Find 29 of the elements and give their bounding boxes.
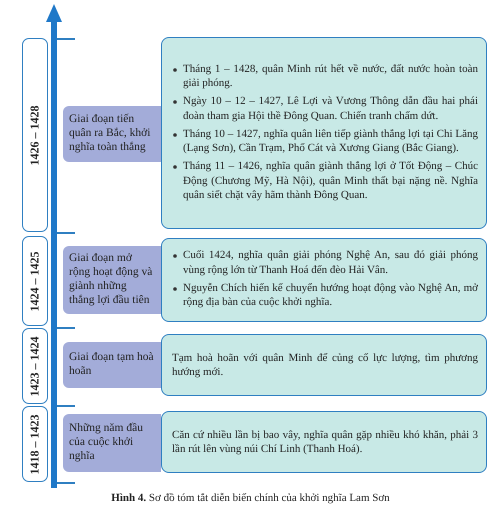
event-text: Căn cứ nhiều lần bị bao vây, nghĩa quân gặp nhiều khó khăn, phải 3 lần rút lên vùng núi Chí Linh (Thanh Hoá). [172,428,478,456]
stage-label: Giai đoạn mở rộng hoạt động và giành những thắng lợi đầu tiên [69,252,154,308]
stage-tab [63,246,161,314]
bullet-text: Nguyễn Chích hiến kế chuyển hướng hoạt động vào Nghệ An, mở rộng địa bàn của cuộc khởi nghĩa. [183,281,478,310]
year-tab [22,236,48,326]
stage-label: Giai đoạn tiến quân ra Bắc, khởi nghĩa toàn thắng [69,113,152,155]
bullet-text: Cuối 1424, nghĩa quân giải phóng Nghệ An, sau đó giải phóng vùng rộng lớn từ Thanh Hoá đến đèo Hải Vân. [183,248,478,277]
event-panel [161,411,487,473]
bullet-text: Ngày 10 – 12 – 1427, Lê Lợi và Vương Thông dẫn đầu hai phái đoàn tham gia Hội thề Đông Quan. Chiến tranh chấm dứt. [183,94,478,123]
year-tab [22,328,48,404]
stage-label: Những năm đầu của cuộc khởi nghĩa [69,422,144,464]
stage-tab [63,106,161,162]
event-panel [161,238,487,322]
year-tab [22,406,48,482]
event-panel [161,37,487,229]
year-label: 1424 – 1425 [28,251,42,311]
stage-label: Giai đoạn tạm hoà hoãn [69,351,155,379]
figure-caption: Hình 4. Sơ đồ tóm tắt diễn biến chính của khởi nghĩa Lam Sơn [110,492,391,504]
stage-tab [63,342,161,388]
bullet-text: Tháng 10 – 1427, nghĩa quân liên tiếp giành thắng lợi tại Chi Lăng (Lạng Sơn), Cần Trạm, Phố Cát và Xương Giang (Bắc Giang). [183,126,478,156]
year-label: 1426 – 1428 [28,105,42,165]
year-tab [22,38,48,232]
bullet-text: Tháng 1 – 1428, quân Minh rút hết về nước, đất nước hoàn toàn giải phóng. [183,62,478,90]
bullet-text: Tháng 11 – 1426, nghĩa quân giành thắng lợi ở Tốt Động – Chúc Động (Chương Mỹ, Hà Nội), quân Minh thất bại nặng nề. Nghĩa quân siết chặt vây hãm thành Đông Quan. [183,159,478,202]
year-label: 1423 – 1424 [28,336,42,396]
year-label: 1418 – 1423 [28,414,42,474]
event-panel [161,334,487,396]
event-text: Tạm hoà hoãn với quân Minh để củng cố lực lượng, tìm phương hướng mới. [172,350,478,380]
stage-tab [63,414,161,472]
